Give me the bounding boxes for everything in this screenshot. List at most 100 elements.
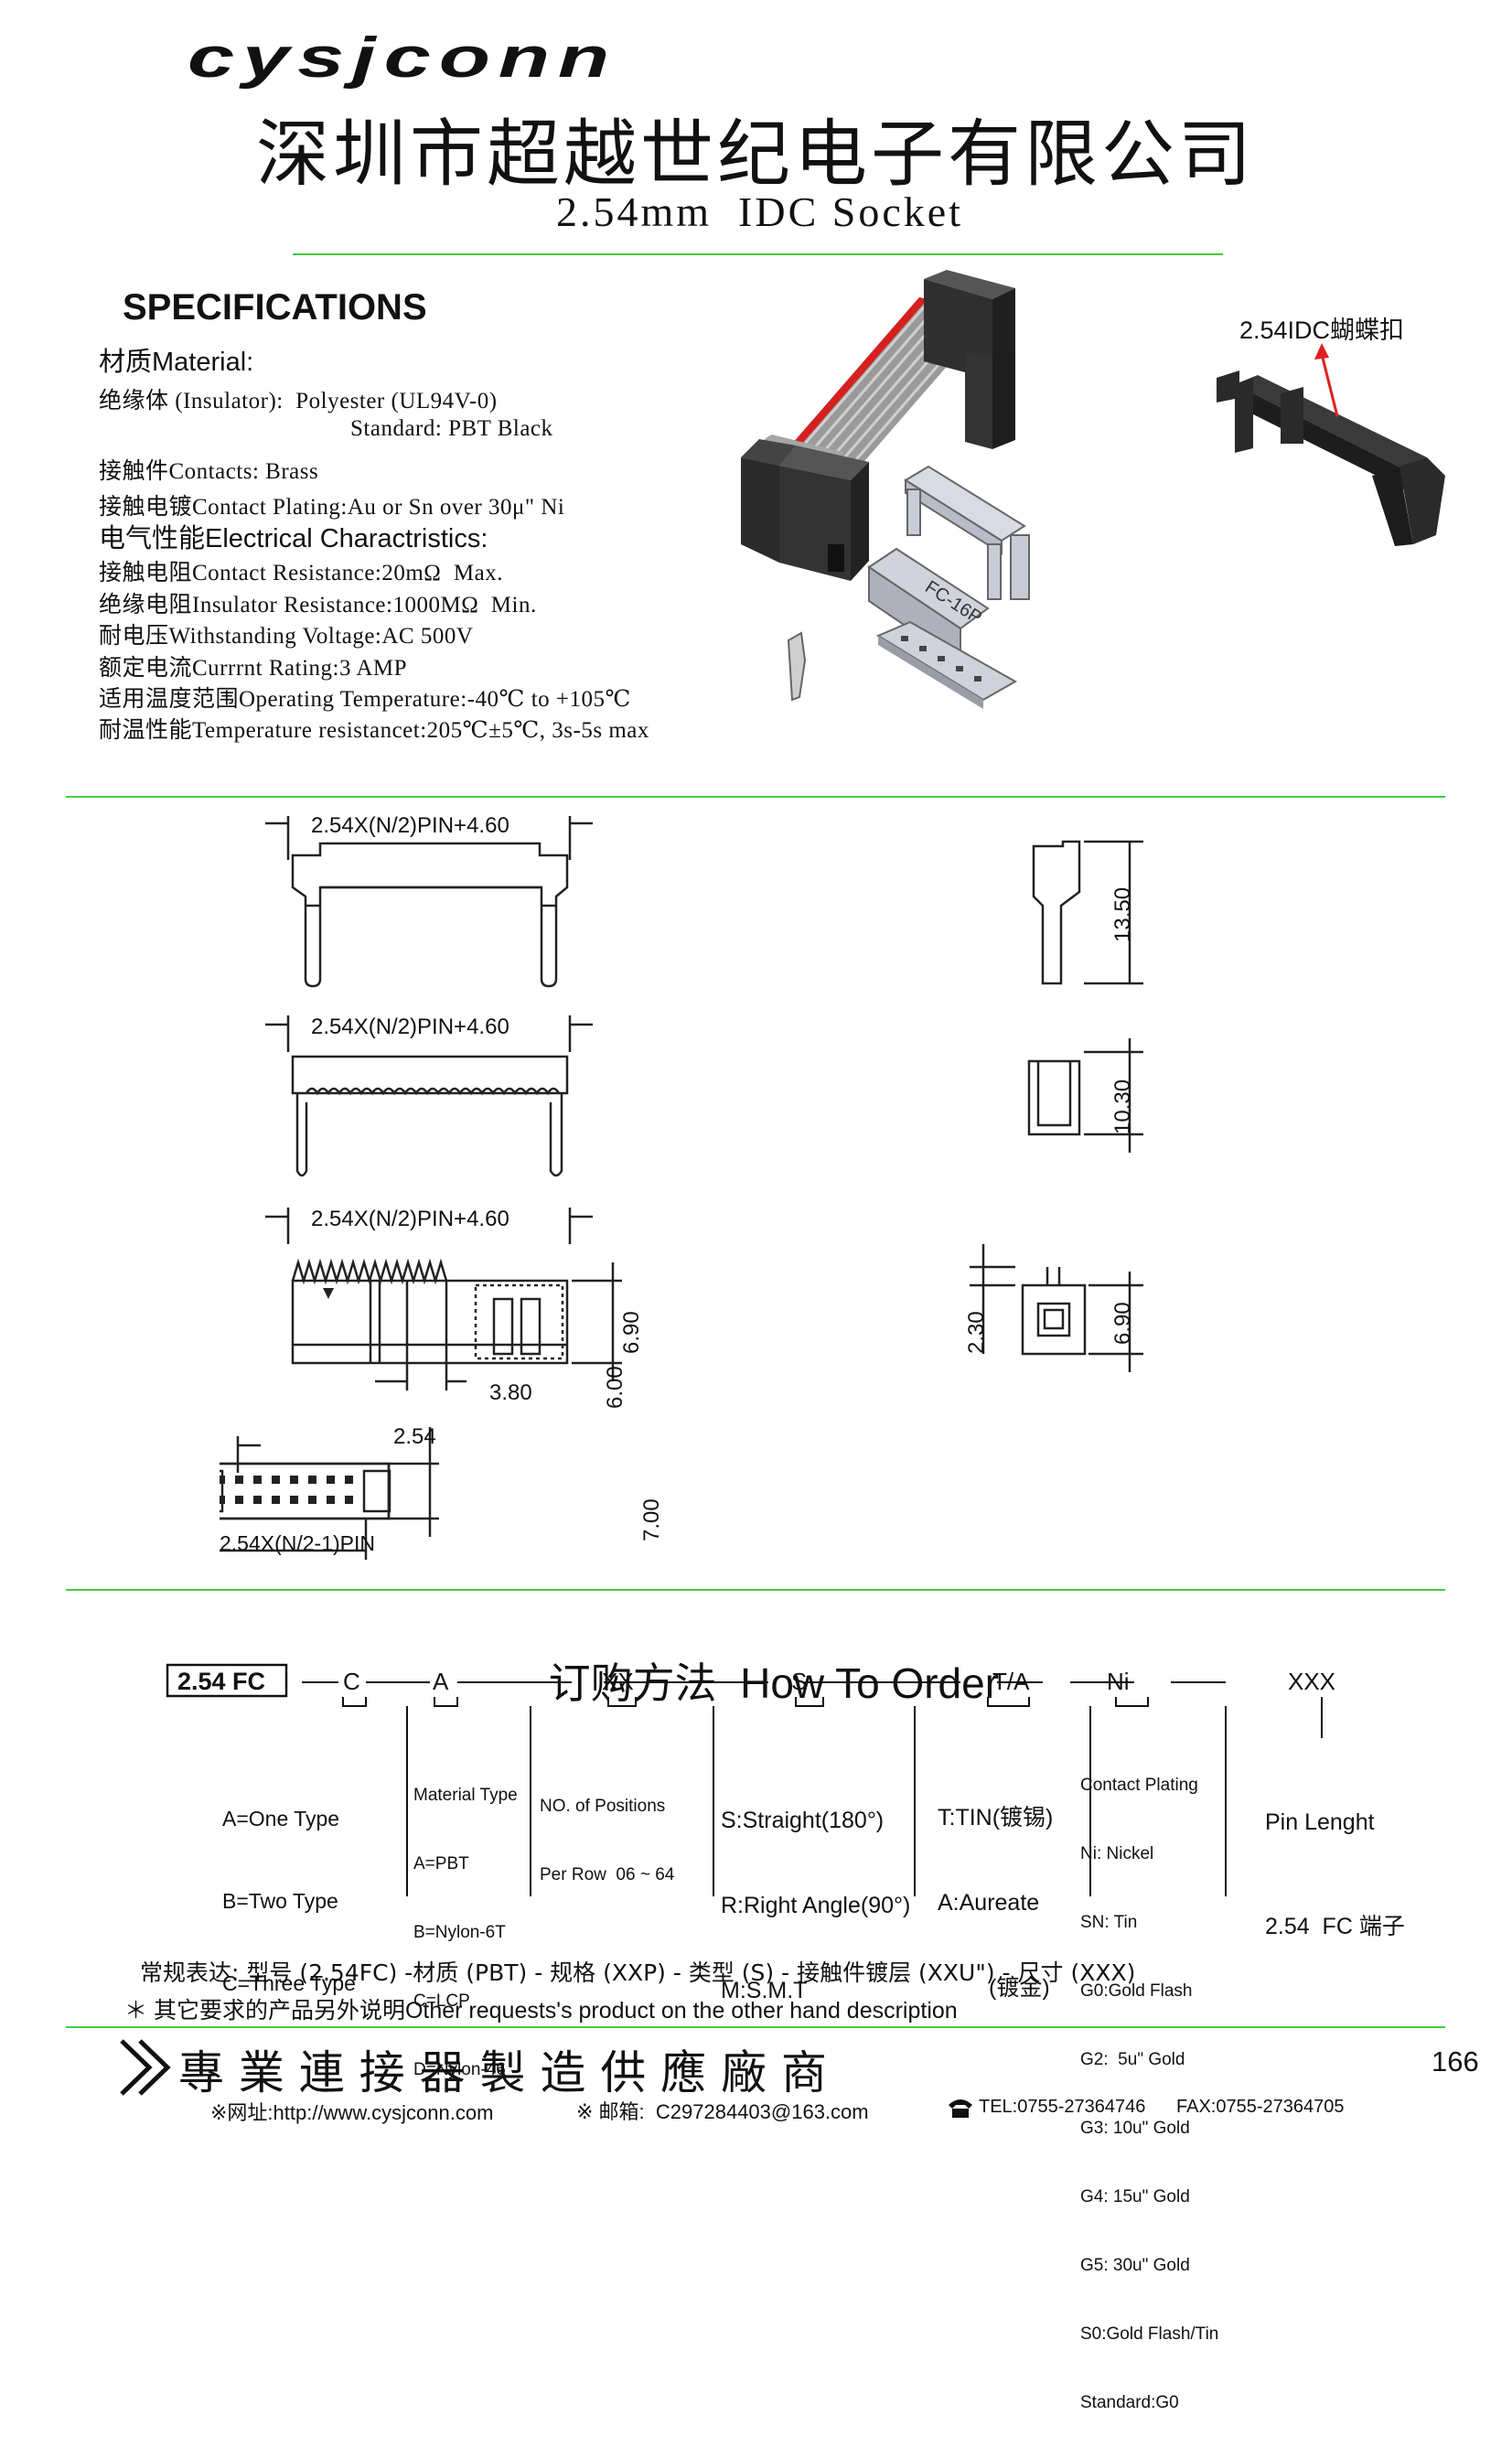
plating-option-g0: G0:Gold Flash (1080, 1981, 1193, 2001)
view-right-1 (1032, 840, 1143, 985)
plating-option-g5: G5: 30u" Gold (1080, 2256, 1190, 2275)
tin-option-gold: (镀金) (989, 1975, 1050, 2001)
pin-grid (220, 1476, 353, 1504)
positions-title: NO. of Positions (540, 1797, 666, 1816)
cable-red-stripe (768, 297, 928, 473)
material-option-a: A=PBT (413, 1854, 469, 1873)
plating-option-ni: Ni: Nickel (1080, 1844, 1154, 1863)
code-ni: Ni (1107, 1668, 1130, 1695)
positions-range: Per Row 06 ~ 64 (540, 1865, 675, 1884)
view-right-3 (970, 1244, 1143, 1372)
order-divider (66, 2026, 1445, 2028)
other-requests: ＊ 其它要求的产品另外说明Other requests's product on… (124, 1998, 958, 2024)
spec-operating-temp: 适用温度范围Operating Temperature:-40℃ to +105… (99, 687, 631, 712)
type-option-a: A=One Type (222, 1807, 340, 1830)
page-number: 166 (1432, 2045, 1479, 2077)
drawing-divider (66, 1589, 1445, 1591)
dim-width-2: 2.54X(N/2)PIN+4.60 (311, 1015, 509, 1039)
brand-logo-text: cysjconn (188, 29, 617, 90)
spec-withstanding-voltage: 耐电压Withstanding Voltage:AC 500V (99, 624, 474, 649)
view-right-2 (1027, 1038, 1143, 1153)
footer-email[interactable]: ※ 邮箱: C297284403@163.com (576, 2100, 869, 2123)
product-title: 2.54mm IDC Socket (556, 188, 963, 235)
chevron-logo-icon (120, 2039, 171, 2096)
view-side-profile (265, 1015, 593, 1177)
footer-fax: FAX:0755-27364705 (1176, 2097, 1345, 2117)
length-title: Pin Lenght (1265, 1809, 1375, 1835)
spec-insulator: 绝缘体 (Insulator): Polyester (UL94V-0) (99, 389, 498, 413)
dim-6-90-side: 6.90 (1110, 1302, 1135, 1345)
plating-option-g3: G3: 10u" Gold (1080, 2119, 1190, 2138)
cover-part (904, 465, 1030, 600)
plating-option-s0: S0:Gold Flash/Tin (1080, 2324, 1219, 2344)
dim-13-50: 13.50 (1110, 887, 1135, 942)
spec-plating: 接触电镀Contact Plating:Au or Sn over 30μ" N… (99, 495, 565, 520)
code-box-text: 2.54 FC (177, 1668, 265, 1695)
specs-divider (66, 796, 1445, 798)
view-top-profile (265, 816, 593, 988)
company-name: 深圳市超越世纪电子有限公司 (256, 112, 1255, 197)
electrical-heading: 电气性能Electrical Charactristics: (99, 524, 488, 553)
type-option-b: B=Two Type (222, 1889, 338, 1913)
clip-label: 2.54IDC蝴蝶扣 (1239, 317, 1404, 344)
dim-6-00: 6.00 (603, 1366, 627, 1409)
material-option-c: C=LCP (413, 1991, 470, 2011)
angle-option-r: R:Right Angle(90°) (721, 1893, 911, 1918)
regular-expression: 常规表达: 型号 (2.54FC) -材质 (PBT) - 规格 (XXP) -… (140, 1959, 1136, 1986)
dim-3-80: 3.80 (489, 1380, 532, 1405)
dim-10-30: 10.30 (1110, 1079, 1135, 1134)
code-xx: XX (602, 1668, 634, 1695)
material-title: Material Type (413, 1786, 518, 1805)
code-c: C (343, 1668, 360, 1695)
dim-2-54-h: 2.54 (393, 1424, 436, 1449)
length-desc: 2.54 FC 端子 (1265, 1914, 1405, 1939)
dim-width-3: 2.54X(N/2)PIN+4.60 (311, 1207, 509, 1231)
dim-2-30: 2.30 (964, 1311, 989, 1354)
plating-option-sn: SN: Tin (1080, 1913, 1138, 1932)
angle-option-s: S:Straight(180°) (721, 1808, 885, 1833)
spec-current-rating: 额定电流Currrnt Rating:3 AMP (99, 656, 408, 681)
plating-option-g2: G2: 5u" Gold (1080, 2050, 1185, 2069)
footer-slogan: 專 業 連 接 器 製 造 供 應 廠 商 (178, 2046, 827, 2099)
specs-heading: SPECIFICATIONS (123, 287, 427, 327)
footer-website[interactable]: ※网址:http://www.cysjconn.com (210, 2101, 494, 2124)
code-ta: T/A (992, 1668, 1030, 1695)
footer-tel: TEL:0755-27364746 (979, 2097, 1146, 2117)
dim-pitch-row: 2.54X(N/2-1)PIN (220, 1531, 375, 1555)
view-front-section (265, 1208, 593, 1365)
code-box (166, 1663, 288, 1698)
connector-near (741, 439, 869, 581)
code-s: S (791, 1668, 807, 1695)
type-option-c: C=Three Type (222, 1971, 356, 1995)
spec-insulator-standard: Standard: PBT Black (350, 416, 553, 441)
spec-temp-resistance: 耐温性能Temperature resistancet:205℃±5℃, 3s-… (99, 718, 649, 743)
spec-contact-resistance: 接触电阻Contact Resistance:20mΩ Max. (99, 561, 503, 585)
product-illustration: FC-16P 2.54IDC蝴蝶扣 (741, 270, 1445, 709)
code-a: A (433, 1668, 449, 1695)
connector-far (924, 270, 1015, 449)
tin-option-t: T:TIN(镀锡) (938, 1805, 1054, 1830)
header-divider (293, 253, 1223, 255)
dim-width-1: 2.54X(N/2)PIN+4.60 (311, 813, 509, 838)
material-heading: 材质Material: (99, 348, 254, 377)
code-xxx: XXX (1288, 1668, 1335, 1695)
dim-7-00: 7.00 (639, 1498, 664, 1541)
technical-drawing: 2.54X(N/2)PIN+4.60 2.54X(N/2)PIN+4.60 2.… (220, 813, 1143, 1560)
socket-part (875, 620, 1018, 709)
plating-option-g4: G4: 15u" Gold (1080, 2187, 1190, 2206)
dim-6-90-front: 6.90 (619, 1311, 644, 1354)
material-option-d: D=Nylon-46 (413, 2060, 506, 2079)
order-code-diagram: 2.54 FC C A XX S T/A Ni XXX (166, 1663, 1335, 1896)
spec-insulator-resistance: 绝缘电阻Insulator Resistance:1000MΩ Min. (99, 593, 537, 617)
view-bottom-plan (220, 1427, 439, 1560)
phone-icon (949, 2099, 972, 2118)
angle-option-m: M:S.M.T (721, 1978, 808, 2003)
brand-logo: cysjconn (188, 29, 617, 90)
plating-option-standard: Standard:G0 (1080, 2393, 1179, 2412)
callout-arrow (1320, 353, 1339, 417)
material-option-b: B=Nylon-6T (413, 1923, 506, 1942)
butterfly-clip (1217, 370, 1445, 546)
plating-title: Contact Plating (1080, 1776, 1198, 1795)
contact-pin (787, 631, 807, 702)
tin-option-a: A:Aureate (938, 1890, 1040, 1916)
